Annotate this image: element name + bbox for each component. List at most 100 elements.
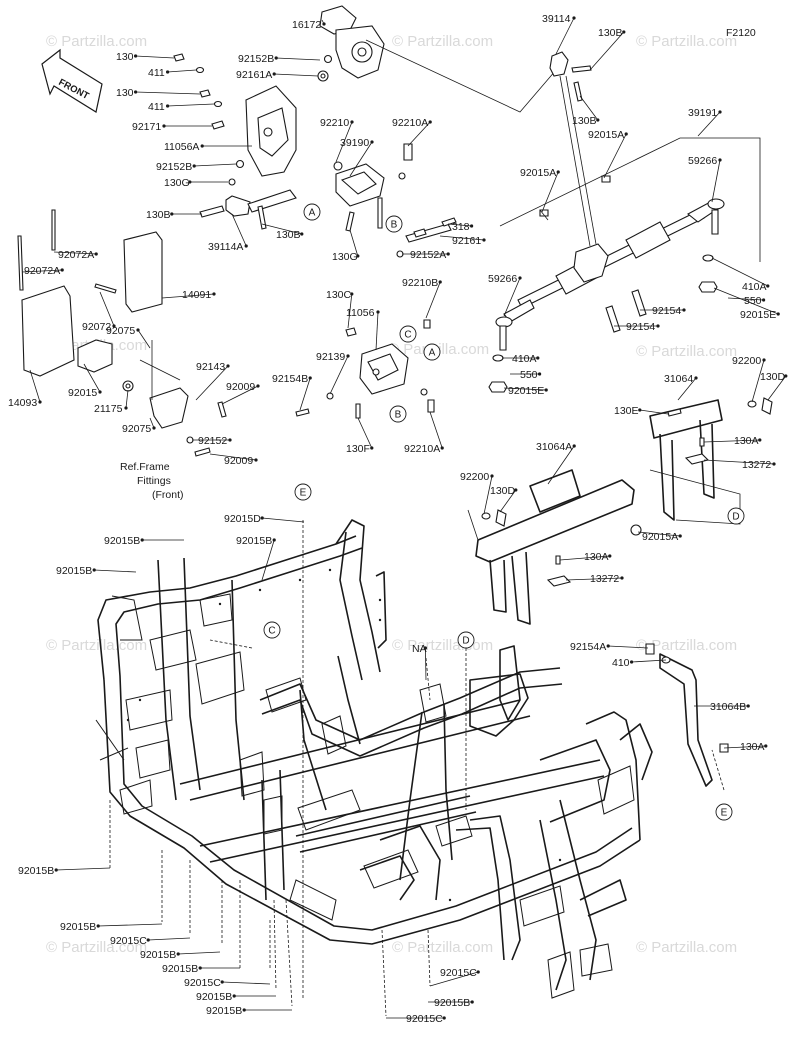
leader-dot [762, 358, 766, 362]
part-label: 11056A [164, 141, 199, 153]
part-label: 13272 [742, 459, 771, 471]
part-label: 92015B [56, 565, 92, 577]
leader-dot [572, 444, 576, 448]
leader-dot [656, 324, 660, 328]
leader-dot [200, 144, 204, 148]
part-label: 130D [760, 371, 786, 383]
leader-lines [21, 16, 788, 1020]
part-label: 130B [146, 209, 171, 221]
leader-dot [308, 376, 312, 380]
part-label: 130B [598, 27, 623, 39]
callout-letter: E [300, 488, 307, 499]
leader-line [503, 277, 521, 317]
leader-line [703, 439, 760, 443]
leader-dot [746, 704, 750, 708]
ref-note-line-3: (Front) [152, 489, 184, 501]
part-label: 92015C [184, 977, 221, 989]
leader-dot [608, 554, 612, 558]
leader-line [231, 213, 247, 247]
part-label: 92075 [106, 325, 135, 337]
part-label: 92210 [320, 117, 349, 129]
part-label: 130B [572, 115, 597, 127]
part-label: 92210A [404, 443, 440, 455]
leader-dot [188, 180, 192, 184]
leader-line [347, 293, 353, 329]
callout-a: A [423, 343, 441, 361]
leader-line [555, 17, 575, 55]
leader-line [349, 229, 359, 257]
leader-dot [94, 252, 98, 256]
part-label: 130G [164, 177, 190, 189]
callout-circle [715, 803, 733, 821]
part-label: 92075 [122, 423, 151, 435]
watermark-text: © Partzilla.com [392, 33, 493, 50]
callout-b: B [389, 405, 407, 423]
part-label: 92015D [224, 513, 261, 525]
part-label: 92210A [392, 117, 428, 129]
ref-note-line-1: Ref.Frame [120, 461, 170, 473]
part-label: 21175 [94, 403, 123, 415]
leader-line [178, 951, 221, 955]
callout-letter: C [268, 626, 275, 637]
part-label: 550 [520, 369, 538, 381]
leader-dot [596, 118, 600, 122]
leader-dot [682, 308, 686, 312]
part-label: 92015B [434, 997, 470, 1009]
leader-dot [176, 952, 180, 956]
leader-line [53, 251, 97, 255]
callout-circle [303, 203, 321, 221]
leader-dot [538, 372, 542, 376]
part-label: 92072A [58, 249, 94, 261]
leader-line [697, 111, 721, 137]
callout-letter: A [309, 208, 316, 219]
part-label: 411 [148, 101, 165, 113]
leader-line [99, 291, 115, 327]
leader-line [262, 517, 305, 523]
watermark-text: © Partzilla.com [46, 637, 147, 654]
leader-line [639, 409, 669, 415]
leader-dot [572, 16, 576, 20]
callout-circle [423, 343, 441, 361]
callout-letter: D [462, 636, 469, 647]
leader-dot [54, 868, 58, 872]
part-label: 130 [116, 87, 134, 99]
leader-line [677, 377, 697, 401]
part-label: 92015A [588, 129, 624, 141]
part-label: 31064B [710, 701, 746, 713]
leader-dot [228, 438, 232, 442]
leader-line [608, 645, 649, 649]
part-label: 130A [584, 551, 609, 563]
leader-dot [438, 280, 442, 284]
part-label: 92152B [156, 161, 192, 173]
leader-dot [718, 110, 722, 114]
leader-dot [254, 458, 258, 462]
part-label: 13272 [590, 573, 619, 585]
part-label: 92015A [520, 167, 556, 179]
leader-dot [376, 310, 380, 314]
leader-dot [678, 534, 682, 538]
leader-line [767, 375, 787, 401]
callout-letter: B [391, 220, 398, 231]
leader-line [547, 445, 575, 485]
leader-dot [764, 744, 768, 748]
part-label: 92015B [18, 865, 54, 877]
leader-dot [440, 446, 444, 450]
leader-dot [162, 124, 166, 128]
leader-dot [242, 1008, 246, 1012]
leader-dot [423, 646, 427, 650]
watermark-text: © Partzilla.com [636, 343, 737, 360]
leader-dot [356, 254, 360, 258]
steering-rack [488, 51, 761, 393]
center-bracket [295, 319, 435, 419]
part-label: 92009 [226, 381, 255, 393]
watermark-text: © Partzilla.com [392, 637, 493, 654]
part-label: 130B [276, 229, 301, 241]
leader-dot [370, 140, 374, 144]
leader-dot [244, 244, 248, 248]
part-label: 130E [614, 405, 639, 417]
part-label: 92161 [452, 235, 481, 247]
leader-dot [198, 966, 202, 970]
leader-line [135, 91, 201, 95]
part-label: 92072 [82, 321, 111, 333]
leader-dot [220, 980, 224, 984]
